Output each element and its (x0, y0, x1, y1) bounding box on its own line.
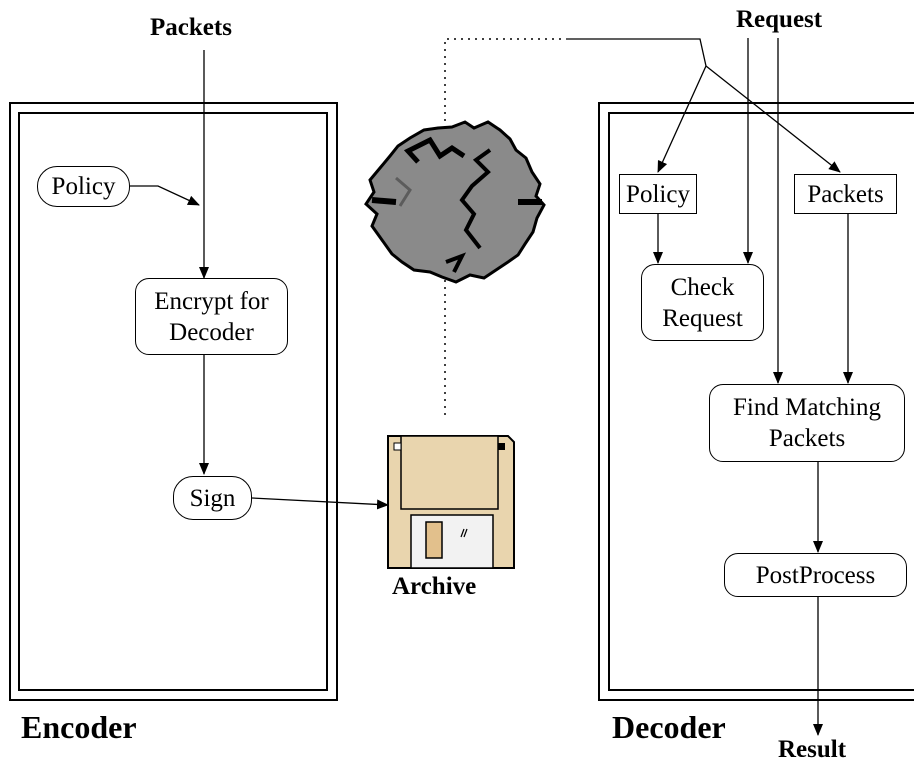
encrypt-node: Encrypt for Decoder (135, 278, 288, 355)
decoder-packets-text: Packets (807, 180, 884, 208)
sign-text: Sign (189, 484, 236, 512)
encrypt-text-line1: Encrypt for (154, 287, 269, 315)
find-text-line1: Find Matching (733, 394, 881, 421)
check-text-line1: Check (670, 273, 735, 301)
arrow-split-to-packets (705, 65, 841, 173)
arrow-sign-to-archive (251, 497, 389, 510)
check-text-line2: Request (662, 304, 743, 332)
request-link (566, 38, 707, 67)
decoder-policy-node: Policy (619, 174, 697, 214)
check-request-node: Check Request (641, 264, 764, 341)
encrypt-text-line2: Decoder (169, 318, 254, 346)
encoder-label: Encoder (21, 709, 137, 745)
postprocess-node: PostProcess (724, 553, 907, 597)
postprocess-text: PostProcess (755, 561, 876, 589)
dotted-link (444, 38, 566, 415)
floppy-disk-icon (387, 435, 515, 569)
find-text-line2: Packets (768, 425, 846, 452)
decoder-packets-node: Packets (794, 174, 897, 214)
archive-label: Archive (392, 573, 477, 600)
result-label: Result (778, 736, 847, 763)
find-matching-node: Find Matching Packets (709, 384, 905, 462)
decoder-label: Decoder (612, 709, 726, 745)
request-input-label: Request (736, 6, 823, 33)
arrow-policy-to-flow (130, 185, 200, 206)
decoder-frame (598, 102, 914, 701)
sign-node: Sign (173, 476, 252, 520)
encoder-frame (9, 102, 338, 701)
arrow-split-to-policy (657, 65, 707, 173)
packets-input-label: Packets (150, 14, 232, 41)
encoder-policy-node: Policy (37, 166, 130, 207)
encoder-policy-text: Policy (51, 173, 116, 200)
torn-globe-icon (364, 120, 546, 284)
decoder-policy-text: Policy (626, 180, 690, 208)
